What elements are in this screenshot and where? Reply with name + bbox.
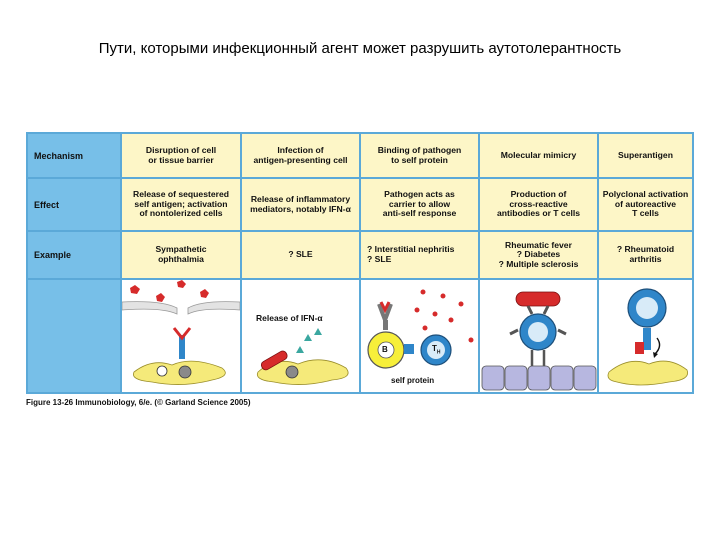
mechanism-cell-2: Infection of antigen-presenting cell: [242, 134, 359, 177]
row-label-example: Example: [28, 232, 120, 278]
effect-cell-1: Release of sequestered self antigen; act…: [122, 179, 240, 230]
effect-cell-4: Production of cross-reactive antibodies …: [480, 179, 597, 230]
example-cell-2: ? SLE: [242, 232, 359, 278]
example-cell-4: Rheumatic fever ? Diabetes ? Multiple sc…: [480, 232, 597, 278]
b-cell-label: B: [382, 345, 388, 354]
illustration-self-protein-binding: B TH self protein: [361, 280, 478, 392]
figure-caption: Figure 13-26 Immunobiology, 6/e. (© Garl…: [26, 398, 251, 407]
illustration-molecular-mimicry: [480, 280, 597, 392]
illustration-apc-infection: Release of IFN-α: [242, 280, 359, 392]
effect-cell-3: Pathogen acts as carrier to allow anti-s…: [361, 179, 478, 230]
mechanism-cell-4: Molecular mimicry: [480, 134, 597, 177]
self-tissue-cells: [481, 365, 597, 391]
mechanism-cell-1: Disruption of cell or tissue barrier: [122, 134, 240, 177]
slide-title: Пути, которыми инфекционный агент может …: [98, 40, 622, 57]
ifn-release-label: Release of IFN-α: [256, 313, 323, 323]
row-label-effect: Effect: [28, 179, 120, 230]
example-cell-3: ? Interstitial nephritis ? SLE: [361, 232, 478, 278]
example-cell-5: ? Rheumatoid arthritis: [599, 232, 692, 278]
self-protein-label: self protein: [391, 376, 435, 385]
effect-cell-2: Release of inflammatory mediators, notab…: [242, 179, 359, 230]
t-cell-subscript: H: [436, 349, 441, 356]
pathogen-dots: [414, 289, 464, 331]
mechanism-cell-5: Superantigen: [599, 134, 692, 177]
illustration-superantigen: [599, 280, 692, 392]
t-cell-label: TH: [432, 344, 441, 356]
example-cell-1: Sympathetic ophthalmia: [122, 232, 240, 278]
mechanism-cell-3: Binding of pathogen to self protein: [361, 134, 478, 177]
mechanism-figure: Mechanism Effect Example Disruption of c…: [26, 132, 694, 394]
illustration-barrier-disruption: [122, 280, 240, 392]
self-antigen-icons: [130, 280, 209, 302]
t-cell-letter: T: [432, 344, 437, 353]
row-label-illustration: [28, 280, 120, 392]
ifn-triangle-icons: [296, 328, 322, 353]
row-label-mechanism: Mechanism: [28, 134, 120, 177]
effect-cell-5: Polyclonal activation of autoreactive T …: [599, 179, 692, 230]
